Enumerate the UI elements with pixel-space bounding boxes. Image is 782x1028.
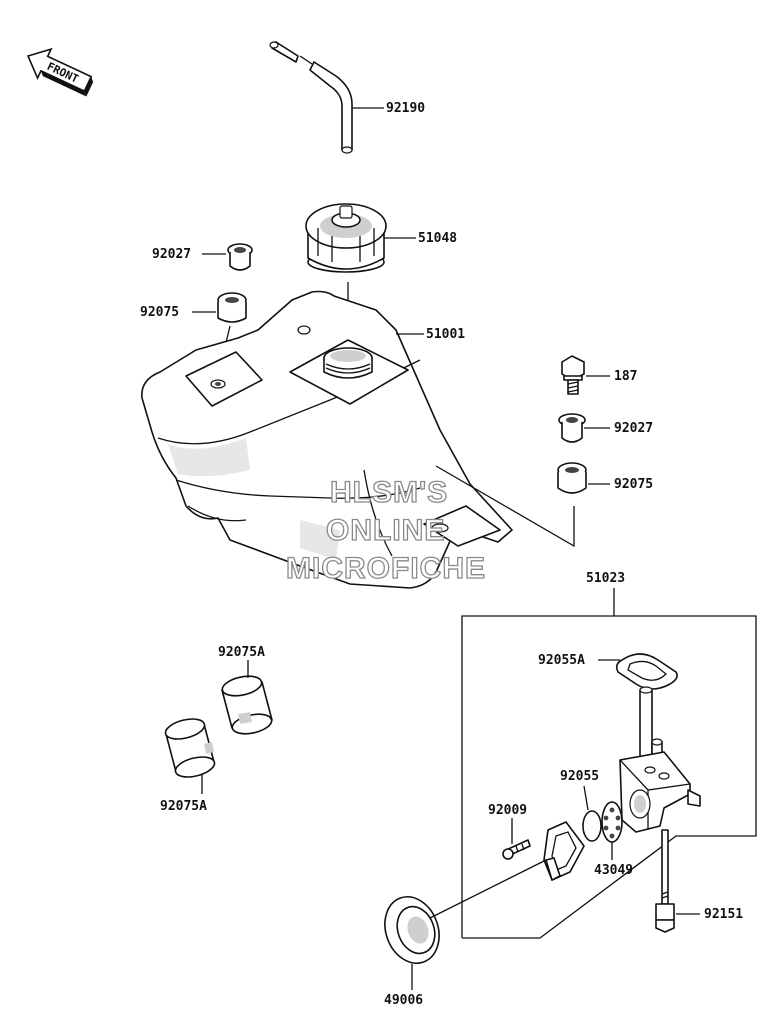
label-43049: 43049	[594, 863, 633, 878]
grommet	[384, 896, 440, 964]
label-92075-right: 92075	[614, 477, 653, 492]
screw	[502, 839, 531, 860]
cock-lever-plate	[543, 821, 585, 881]
label-92027-right: 92027	[614, 421, 653, 436]
collar-right	[558, 413, 586, 443]
cock-screw	[655, 829, 675, 933]
label-92075a-lower: 92075A	[160, 799, 207, 814]
label-92190: 92190	[386, 101, 425, 116]
label-92075-left: 92075	[140, 305, 179, 320]
label-51023: 51023	[586, 571, 625, 586]
label-92055a: 92055A	[538, 653, 585, 668]
damper-a-upper	[221, 675, 273, 735]
label-49006: 49006	[384, 993, 423, 1008]
watermark-line-2: ONLINE	[326, 514, 445, 547]
label-51048: 51048	[418, 231, 457, 246]
label-92027-left: 92027	[152, 247, 191, 262]
label-92055: 92055	[560, 769, 599, 784]
bolt	[561, 355, 585, 395]
damper-right	[557, 462, 587, 494]
label-187: 187	[614, 369, 637, 384]
watermark-line-1: HLSM'S	[330, 476, 448, 509]
label-51001: 51001	[426, 327, 465, 342]
damper-left	[217, 292, 247, 323]
damper-a-lower	[164, 718, 216, 778]
front-arrow-icon: FRONT	[26, 47, 94, 97]
o-ring	[582, 810, 602, 842]
filter	[601, 801, 623, 843]
breather-hose	[269, 41, 353, 154]
label-92075a-upper: 92075A	[218, 645, 265, 660]
assembly-bracket	[461, 615, 757, 939]
watermark-line-3: MICROFICHE	[286, 552, 486, 585]
gasket	[615, 653, 678, 690]
collar-left	[227, 243, 253, 271]
fuel-cock	[619, 686, 701, 833]
label-92151: 92151	[704, 907, 743, 922]
fuel-cap	[305, 203, 387, 273]
fuel-tank	[141, 290, 513, 589]
label-92009: 92009	[488, 803, 527, 818]
